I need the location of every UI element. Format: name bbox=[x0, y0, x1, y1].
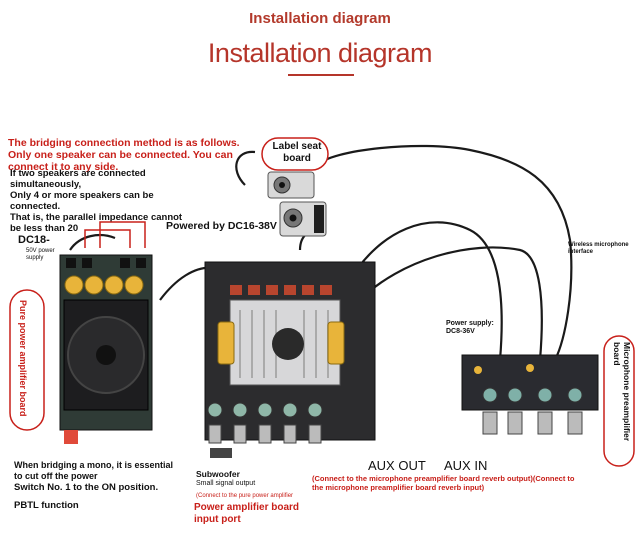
pure-amp-board bbox=[59, 254, 153, 444]
pure-board-label: Pure power amplifier board bbox=[18, 300, 28, 417]
mono-note: When bridging a mono, it is essential to… bbox=[14, 460, 174, 481]
mic-board-label: Microphone preamplifier board bbox=[612, 342, 632, 442]
title-underline bbox=[288, 74, 354, 76]
cables bbox=[69, 144, 573, 361]
label-seat-label: Label seat board bbox=[272, 141, 322, 164]
speaker-note-1: If two speakers are connected simultaneo… bbox=[10, 168, 146, 190]
mic-board-outline bbox=[603, 335, 635, 467]
cable-seat-loop bbox=[235, 150, 256, 186]
connect-pure-note: (Connect to the pure power amplifier bbox=[196, 493, 294, 499]
wireless-mic-label: Wireless microphone interface bbox=[568, 242, 629, 255]
label-seat-outline bbox=[261, 137, 329, 171]
cable-aux-2 bbox=[349, 221, 503, 361]
speaker-notes: If two speakers are connected simultaneo… bbox=[10, 168, 185, 234]
pa-input-label: Power amplifier board input port bbox=[194, 502, 300, 525]
cable-seat-to-mic bbox=[317, 144, 573, 361]
speaker-note-3: That is, the parallel impedance cannot b… bbox=[10, 212, 183, 234]
subwoofer-label: Subwoofer bbox=[196, 469, 240, 479]
pbtl-note: PBTL function bbox=[14, 500, 79, 511]
pure-board-outline bbox=[9, 289, 45, 431]
dc-label: DC18- bbox=[18, 234, 50, 246]
label-seat-board bbox=[267, 171, 327, 237]
speaker-note-2: Only 4 or more speakers can be connected… bbox=[10, 190, 154, 212]
bridge-note: The bridging connection method is as fol… bbox=[8, 137, 240, 173]
red-bridge-wires bbox=[84, 221, 146, 248]
aux-out-label: AUX OUT bbox=[368, 458, 426, 473]
cable-dc-left bbox=[69, 234, 116, 251]
small-signal-label: Small signal output bbox=[196, 480, 256, 487]
power-supply-label: Power supply: DC8-36V bbox=[446, 320, 494, 335]
powered-by-label: Powered by DC16-38V bbox=[166, 220, 277, 232]
cable-aux-1 bbox=[359, 246, 543, 361]
mic-preamp-board bbox=[461, 354, 599, 435]
header-title-small: Installation diagram bbox=[249, 10, 391, 27]
switch-note: Switch No. 1 to the ON position. bbox=[14, 482, 159, 493]
aux-note: (Connect to the microphone preamplifier … bbox=[312, 474, 575, 492]
header-title-big: Installation diagram bbox=[207, 38, 433, 68]
main-amp-board bbox=[204, 261, 376, 458]
aux-in-label: AUX IN bbox=[444, 458, 488, 473]
dc-sub-label: 50V power supply bbox=[26, 248, 55, 261]
